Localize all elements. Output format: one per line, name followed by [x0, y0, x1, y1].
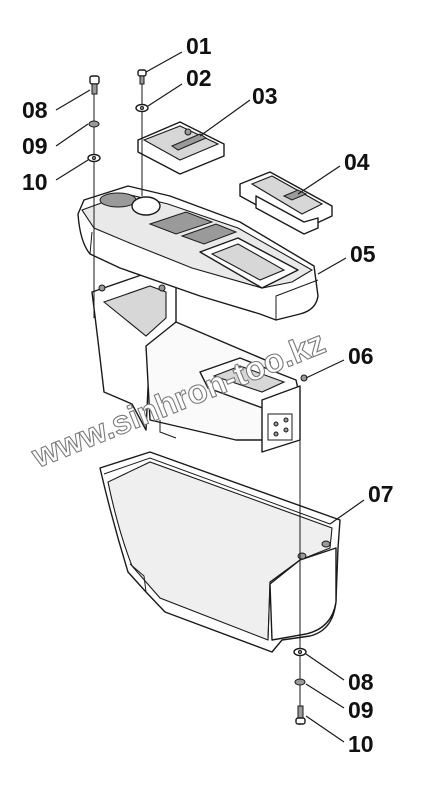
- part-03-cover-plate: [137, 121, 225, 175]
- callout-01: 01: [186, 33, 212, 59]
- callout-06: 06: [348, 343, 374, 369]
- callout-05: 05: [350, 241, 376, 267]
- callout-10-top: 10: [22, 169, 48, 195]
- callout-04: 04: [344, 149, 370, 175]
- part-07-storage-bin: [99, 451, 341, 653]
- part-04-insert-tray: [239, 171, 333, 235]
- callout-10-bottom: 10: [348, 731, 374, 757]
- part-06-mounting-frame: [91, 271, 308, 453]
- part-05-console-housing: [77, 185, 319, 321]
- fasteners-top-left: [87, 75, 101, 318]
- leader-lines: [55, 51, 365, 743]
- callout-07: 07: [368, 481, 394, 507]
- callout-02: 02: [186, 65, 212, 91]
- fasteners-top: [135, 69, 149, 196]
- callout-08-bottom: 08: [348, 669, 374, 695]
- fasteners-bottom-right: [293, 440, 307, 725]
- callout-09-top: 09: [22, 133, 48, 159]
- callout-03: 03: [252, 83, 278, 109]
- callout-08-top: 08: [22, 97, 48, 123]
- callout-09-bottom: 09: [348, 697, 374, 723]
